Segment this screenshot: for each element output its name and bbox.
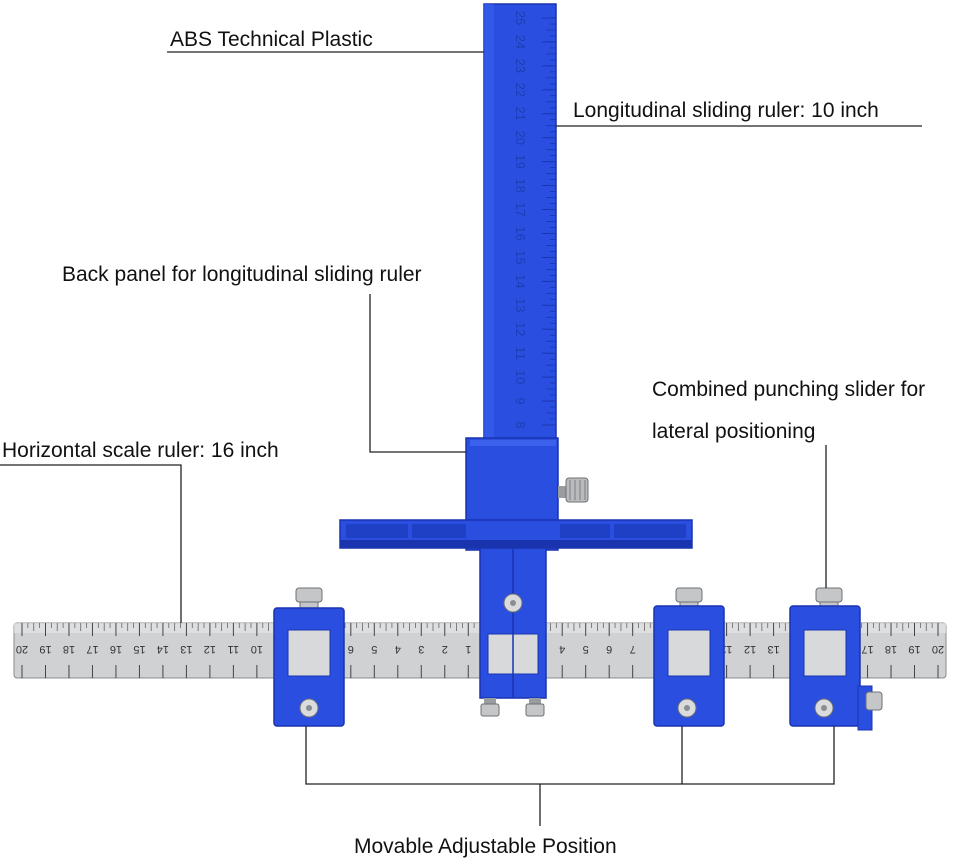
vruler-number: 18: [513, 178, 528, 192]
ruler-number: 2: [442, 643, 448, 655]
horizontal-ruler-label: Horizontal scale ruler: 16 inch: [2, 439, 279, 462]
center-pin-right: [525, 698, 545, 717]
longitudinal-ruler-ticks: [542, 17, 556, 426]
leader-horizontal: [0, 464, 182, 623]
vruler-number: 13: [513, 298, 528, 312]
back-panel-tray: [339, 519, 693, 549]
slider-middle[interactable]: [653, 587, 725, 727]
vruler-number: 17: [513, 202, 528, 216]
vruler-number: 22: [513, 83, 528, 97]
ruler-number: 14: [157, 643, 169, 655]
slider-right[interactable]: [789, 587, 883, 731]
ruler-number: 7: [630, 643, 636, 655]
ruler-number: 5: [371, 643, 377, 655]
ruler-number: 12: [744, 643, 756, 655]
side-thumb-screw[interactable]: [558, 477, 589, 503]
leader-lines: [0, 51, 922, 826]
back-panel-label: Back panel for longitudinal sliding rule…: [62, 263, 422, 286]
ruler-number: 6: [606, 643, 612, 655]
ruler-number: 19: [908, 643, 920, 655]
ruler-number: 20: [932, 643, 944, 655]
ruler-number: 18: [63, 643, 75, 655]
vruler-number: 21: [513, 107, 528, 121]
ruler-number: 11: [228, 643, 239, 655]
longitudinal-ruler-label: Longitudinal sliding ruler: 10 inch: [573, 99, 879, 122]
ruler-number: 4: [395, 643, 401, 655]
longitudinal-ruler: [483, 3, 557, 441]
ruler-number: 1: [465, 643, 471, 655]
ruler-number: 17: [861, 643, 873, 655]
vruler-number: 24: [513, 35, 528, 49]
ruler-number: 17: [86, 643, 98, 655]
ruler-number: 13: [767, 643, 779, 655]
leader-movable: [305, 726, 835, 785]
vruler-number: 9: [513, 397, 528, 404]
slider-label-line2: lateral positioning: [652, 420, 816, 443]
vruler-number: 11: [513, 346, 528, 360]
ruler-number: 16: [110, 643, 122, 655]
leader-back-panel: [369, 294, 466, 453]
vruler-number: 19: [513, 154, 528, 168]
vruler-number: 15: [513, 250, 528, 264]
vruler-number: 14: [513, 274, 528, 288]
abs-label: ABS Technical Plastic: [170, 28, 373, 51]
center-pin-left: [480, 698, 500, 717]
vruler-number: 16: [513, 226, 528, 240]
longitudinal-ruler-numbers: 25 24 23 22 21 20 19 18 17 16 15 14 13 12 11 10 9 8: [513, 11, 528, 429]
slider-left[interactable]: [273, 587, 345, 727]
ruler-number: 10: [251, 643, 263, 655]
ruler-number: 15: [133, 643, 145, 655]
ruler-number: 3: [418, 643, 424, 655]
vruler-number: 8: [513, 421, 528, 428]
vruler-number: 10: [513, 370, 528, 384]
ruler-number: 13: [180, 643, 192, 655]
ruler-number: 18: [885, 643, 897, 655]
ruler-number: 11: [721, 643, 732, 655]
movable-position-label: Movable Adjustable Position: [354, 835, 617, 858]
vruler-number: 12: [513, 322, 528, 336]
vruler-number: 23: [513, 59, 528, 73]
vruler-number: 20: [513, 130, 528, 144]
ruler-number: 4: [559, 643, 565, 655]
vruler-number: 25: [513, 11, 528, 25]
ruler-number: 12: [204, 643, 216, 655]
slider-label-line1: Combined punching slider for: [652, 378, 926, 401]
ruler-number: 6: [348, 643, 354, 655]
ruler-number: 20: [16, 643, 28, 655]
ruler-number: 19: [39, 643, 51, 655]
center-slider: [479, 547, 547, 717]
ruler-number: 5: [583, 643, 589, 655]
